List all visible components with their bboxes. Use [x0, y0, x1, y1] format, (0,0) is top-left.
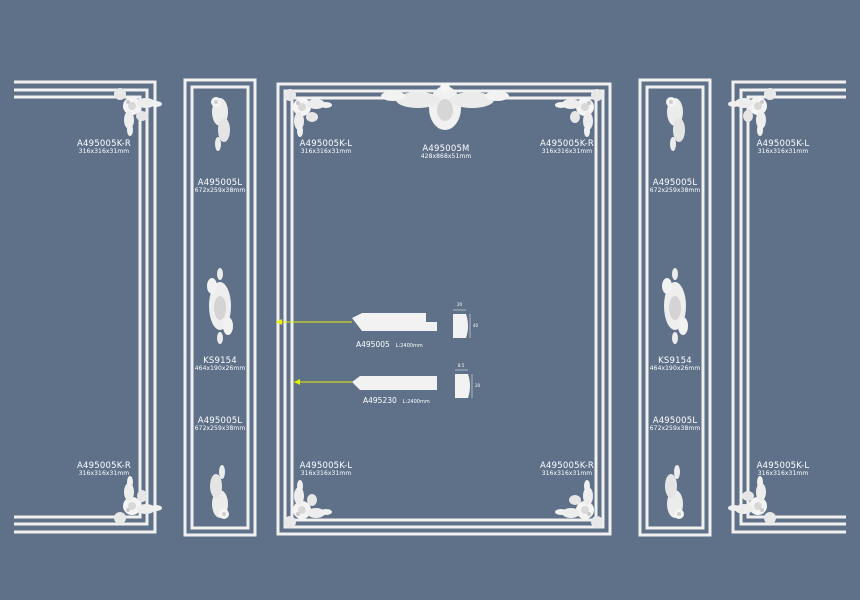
scroll-acanthus-icon	[210, 465, 229, 519]
scroll-acanthus-icon	[666, 97, 685, 151]
scroll-acanthus-icon	[665, 465, 684, 519]
crest-ornament-icon	[381, 83, 509, 130]
profile-a-height: 40	[473, 323, 479, 328]
panel-2-frame	[183, 78, 257, 537]
panel-4-frame	[638, 78, 712, 537]
profile-b-height: 20	[475, 383, 481, 388]
panel-1-frame	[14, 80, 157, 534]
cartouche-icon	[662, 268, 688, 344]
cartouche-icon	[207, 268, 233, 344]
profile-a-width: 20	[457, 302, 463, 307]
corner-rosette-icon	[728, 88, 776, 136]
profile-a-callout	[276, 309, 471, 338]
profile-b-width: 8.5	[458, 363, 465, 368]
panel-5-frame	[731, 80, 846, 534]
scroll-acanthus-icon	[211, 97, 230, 151]
profile-b-callout	[294, 369, 473, 398]
